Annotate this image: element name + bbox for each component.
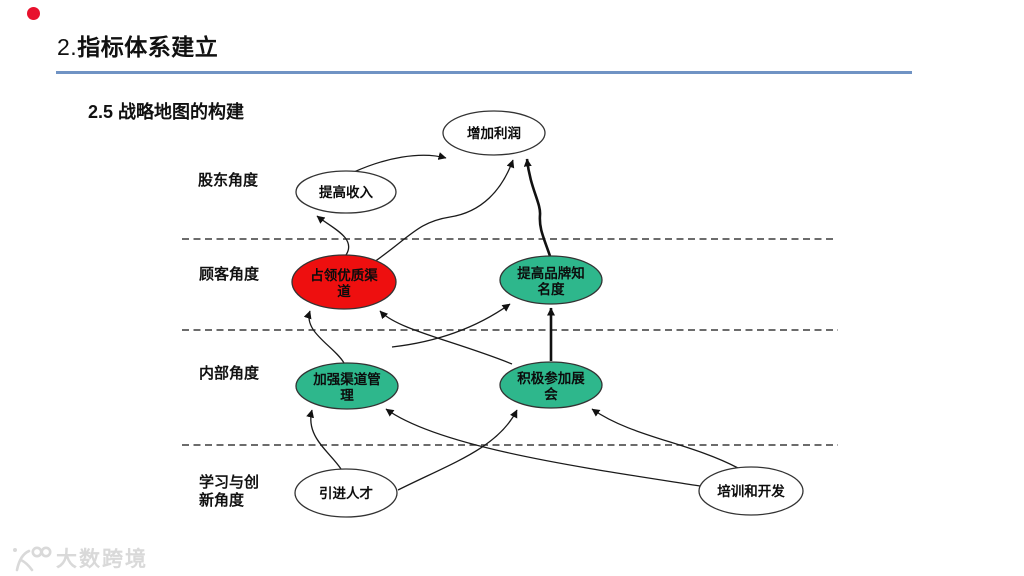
edge-revenue-to-profit [353, 152, 447, 173]
node-label-brand-line1: 提高品牌知 [517, 265, 585, 281]
edge-brand-to-profit [523, 158, 552, 257]
node-channel-management [295, 362, 399, 410]
edge-channels-to-revenue [316, 215, 350, 256]
node-label-brand-line2: 名度 [538, 281, 566, 297]
edge-mgmt-to-brand [391, 303, 511, 348]
node-label-mgmt-line2: 理 [340, 388, 354, 403]
edge-mgmt-to-channels [303, 310, 345, 364]
watermark: 大数跨境 [10, 542, 148, 574]
node-increase-revenue [295, 170, 397, 214]
perspective-label-learning-line2: 新角度 [199, 492, 245, 509]
perspective-label-learning-line1: 学习与创 [199, 474, 260, 491]
perspective-label-internal: 内部角度 [199, 365, 260, 382]
edge-training-to-mgmt [385, 408, 701, 487]
title-number: 2. [57, 34, 78, 60]
node-label-occupy-channels-line2: 道 [337, 283, 351, 299]
edge-exhibitions-to-channels [379, 310, 513, 365]
node-brand-awareness [499, 255, 603, 305]
node-recruit-talent [294, 468, 398, 518]
page-title: 2.指标体系建立 [57, 28, 218, 62]
node-label-increase-profit: 增加利润 [467, 125, 521, 141]
node-occupy-quality-channels [291, 254, 397, 310]
title-underline [56, 71, 912, 74]
node-label-exhibitions-line1: 积极参加展 [517, 370, 585, 386]
perspective-label-shareholder: 股东角度 [198, 172, 259, 189]
perspective-label-learning: 学习与创 新角度 [199, 474, 259, 510]
node-label-training-dev: 培训和开发 [717, 483, 785, 499]
title-text: 指标体系建立 [77, 34, 219, 60]
edge-talent-to-exhibitions [397, 409, 518, 491]
node-label-occupy-channels-line1: 占领优质渠 [310, 267, 378, 283]
watermark-text: 大数跨境 [56, 548, 148, 571]
node-label-increase-revenue: 提高收入 [319, 184, 373, 200]
red-bullet-dot [27, 7, 40, 20]
edge-channels-to-profit [373, 159, 515, 263]
perspective-label-customer: 顾客角度 [199, 266, 260, 283]
node-label-mgmt-line1: 加强渠道管 [312, 371, 381, 387]
node-increase-profit [442, 110, 546, 156]
node-label-exhibitions-line2: 会 [544, 386, 558, 402]
node-training-development [698, 466, 804, 516]
node-label-recruit-talent: 引进人才 [319, 485, 373, 501]
edge-talent-to-mgmt [306, 409, 342, 470]
edge-training-to-exhibitions [591, 408, 739, 469]
subtitle: 2.5 战略地图的构建 [88, 102, 245, 122]
node-exhibitions [499, 361, 603, 409]
watermark-logo-icon [13, 546, 52, 572]
